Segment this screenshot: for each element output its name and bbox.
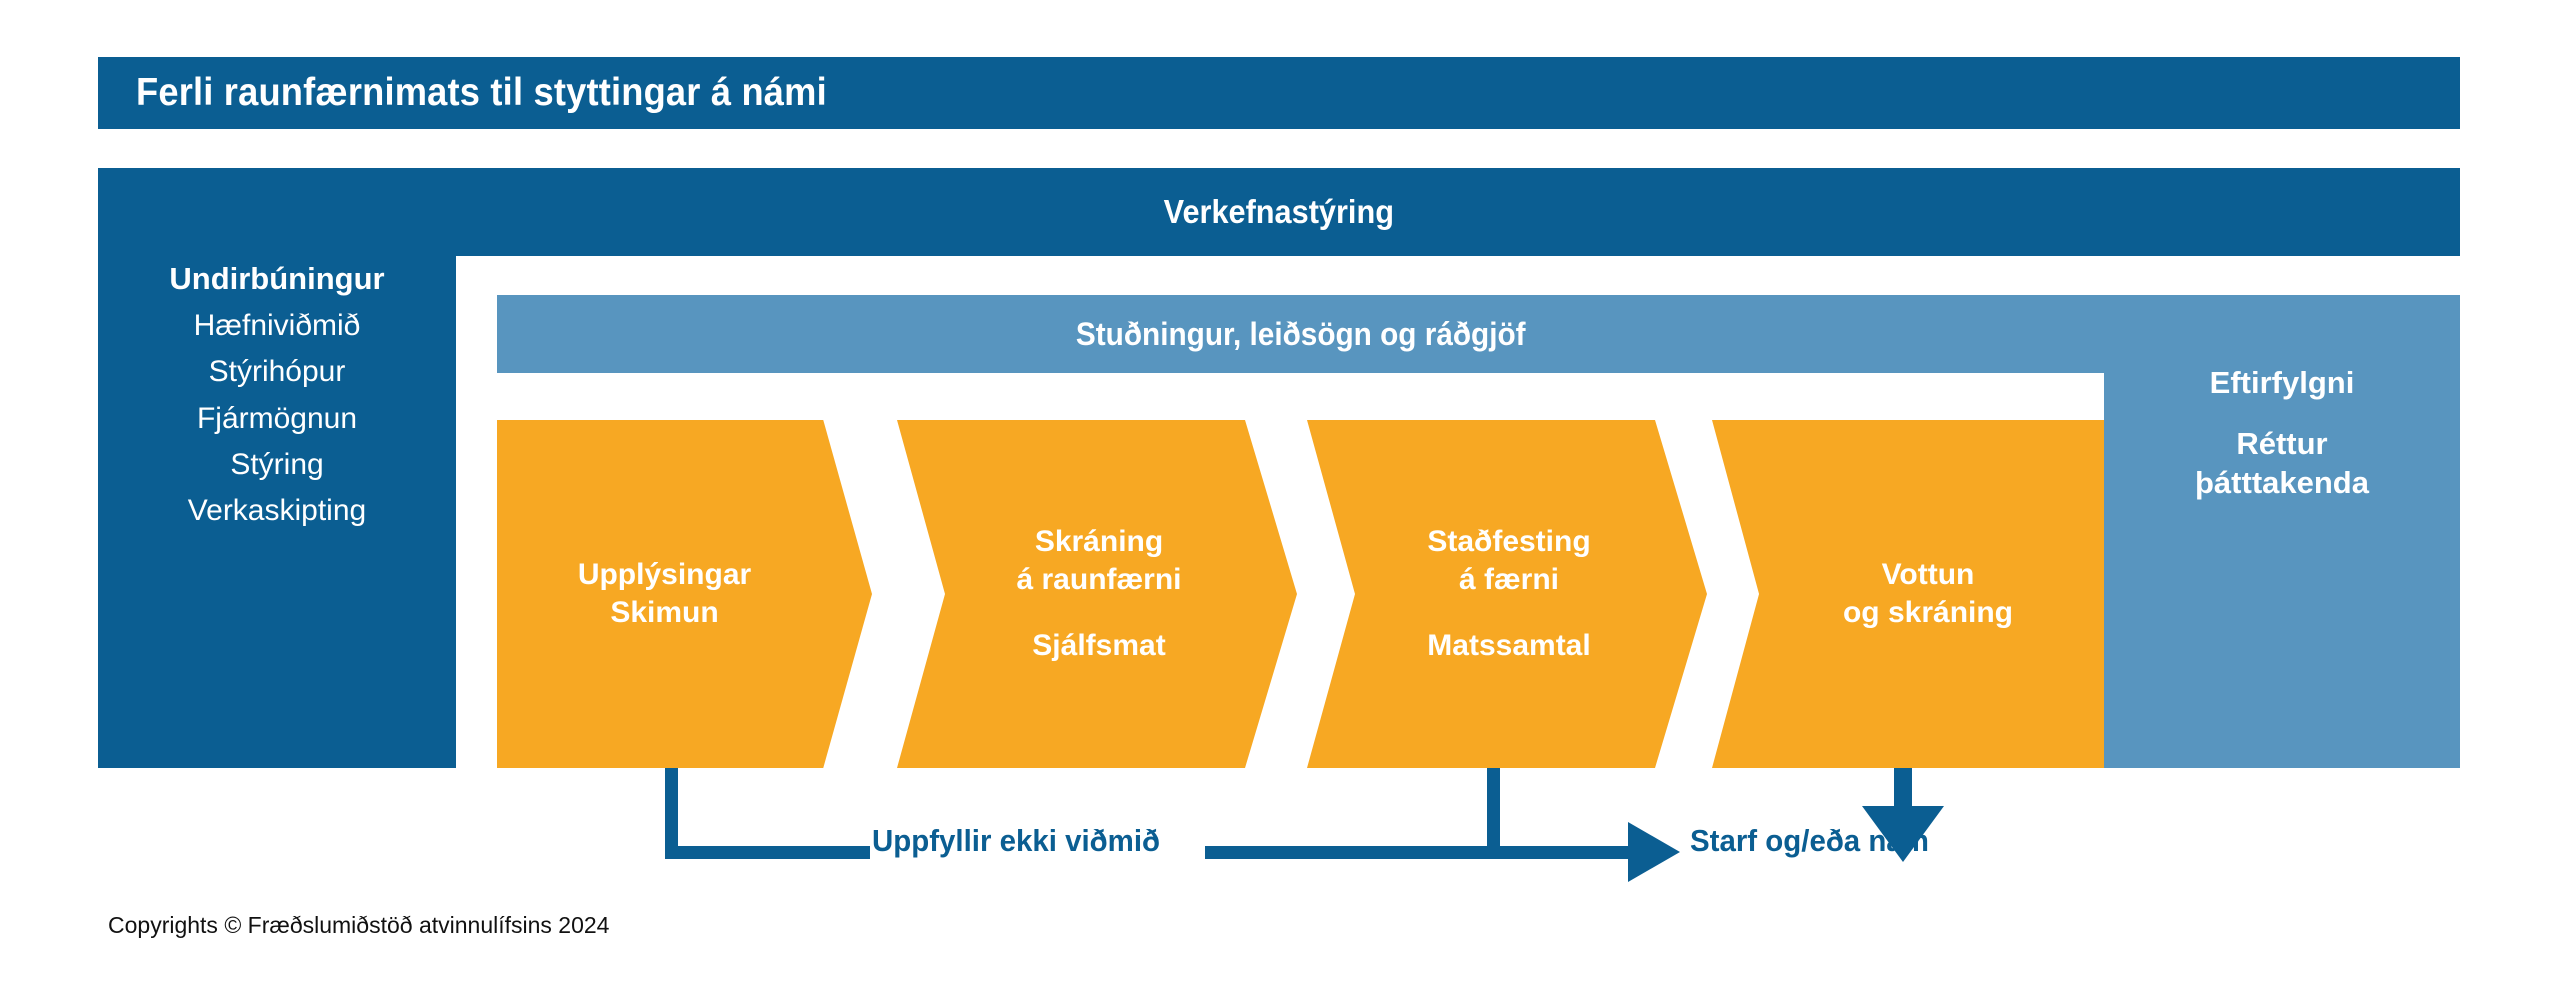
connector-horizontal-right [1205, 846, 1630, 859]
preparation-item-verkaskipting: Verkaskipting [187, 494, 367, 528]
stage-2-line2: á raunfærni [1016, 563, 1182, 597]
connector-horizontal-left [665, 846, 870, 859]
project-management-band: Verkefnastýring [98, 168, 2460, 256]
follow-up-panel: Eftirfylgni Réttur þátttakenda [2104, 295, 2460, 768]
project-management-label: Verkefnastýring [1163, 193, 1395, 230]
follow-up-subtext: Réttur þátttakenda [2195, 425, 2369, 503]
connector-vertical-stage4 [1894, 768, 1912, 810]
copyright-notice: Copyrights © Fræðslumiðstöð atvinnulífsi… [108, 912, 610, 938]
arrow-down-icon [1862, 806, 1944, 862]
support-band: Stuðningur, leiðsögn og ráðgjöf [497, 295, 2104, 373]
preparation-heading: Undirbúningur [169, 261, 385, 296]
follow-up-sub-line1: Réttur [2236, 426, 2328, 462]
support-label: Stuðningur, leiðsögn og ráðgjöf [1075, 315, 1526, 352]
stage-4-line2: og skráning [1842, 596, 2014, 629]
preparation-item-fjarmognun: Fjármögnun [196, 401, 358, 435]
flow-label-not-meeting-criteria: Uppfyllir ekki viðmið [872, 823, 1161, 858]
stage-3-line3: Matssamtal [1427, 628, 1591, 662]
page-title: Ferli raunfærnimats til styttingar á nám… [136, 71, 827, 114]
stage-stadfesting: Staðfesting á færni Matssamtal [1307, 420, 1707, 768]
stage-skraning: Skráning á raunfærni Sjálfsmat [897, 420, 1297, 768]
preparation-item-styring: Stýring [230, 447, 324, 481]
page-title-bar: Ferli raunfærnimats til styttingar á nám… [98, 57, 2460, 129]
stage-1-line1: Upplýsingar [577, 558, 752, 592]
arrow-right-icon [1628, 822, 1680, 882]
stage-2-line1: Skráning [1034, 525, 1164, 559]
connector-vertical-stage1 [665, 768, 678, 858]
stage-3-line2: á færni [1458, 563, 1560, 597]
stage-1-line2: Skimun [610, 596, 719, 629]
stage-2-line3: Sjálfsmat [1032, 628, 1166, 662]
follow-up-heading: Eftirfylgni [2209, 365, 2355, 400]
stage-4-line1: Vottun [1881, 558, 1975, 592]
preparation-panel: Undirbúningur Hæfniviðmið Stýrihópur Fjá… [98, 256, 456, 768]
preparation-item-haefnividmid: Hæfniviðmið [193, 308, 361, 342]
follow-up-sub-line2: þátttakenda [2195, 465, 2369, 501]
stage-vottun: Vottun og skráning [1712, 420, 2104, 768]
stage-3-line1: Staðfesting [1427, 525, 1591, 559]
stage-upplysingar: Upplýsingar Skimun [497, 420, 872, 768]
preparation-item-styrihopur: Stýrihópur [208, 355, 346, 389]
connector-vertical-stage3 [1487, 768, 1500, 858]
